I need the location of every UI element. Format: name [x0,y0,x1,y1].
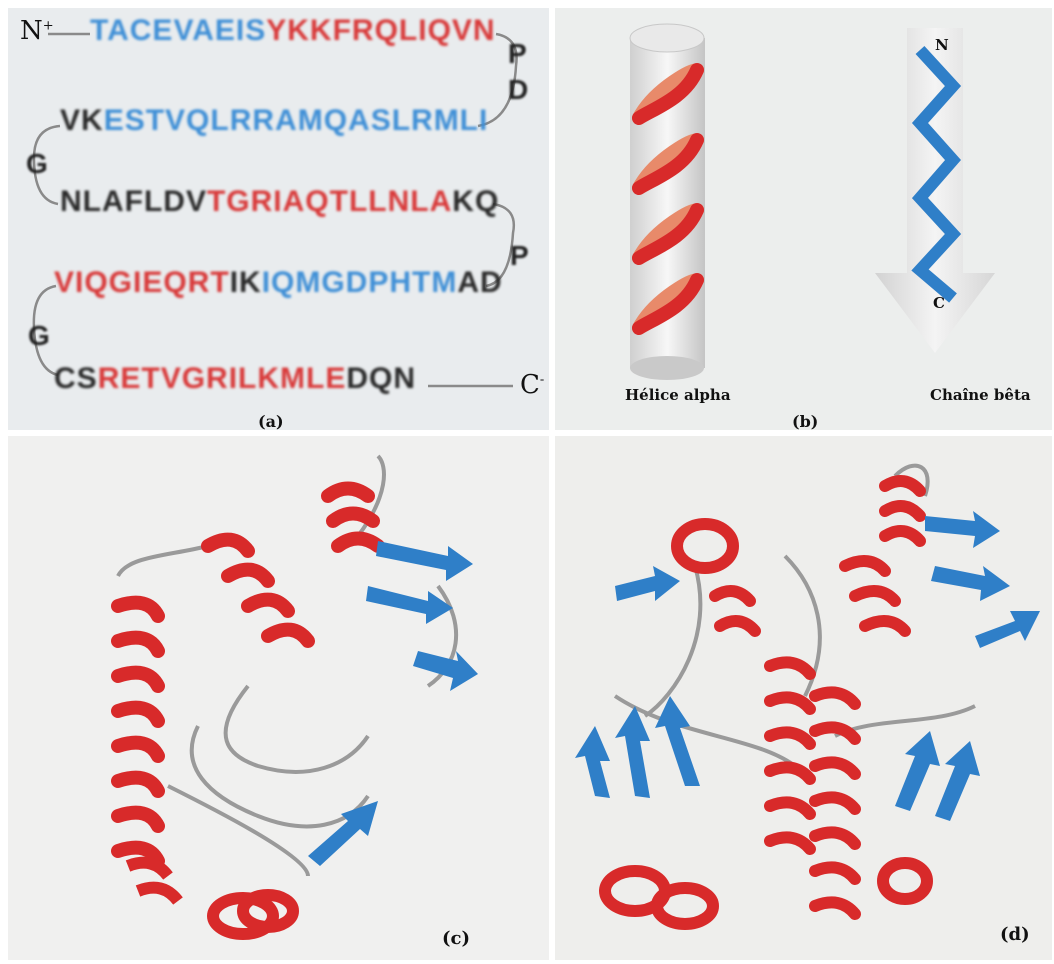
connector-residue: G [28,320,50,352]
panel-label: (d) [1000,924,1030,945]
helix-caption: Hélice alpha [625,386,731,404]
ribbon-diagram-dimer [555,436,1052,960]
sequence-segment: TACEVAEIS [90,14,266,47]
strand-caption: Chaîne bêta [930,386,1031,404]
n-terminus-label: N+ [20,16,54,46]
sequence-segment: CS [54,362,98,395]
sequence-line-2: VKESTVQLRRAMQASLRMLI [60,104,488,138]
sequence-segment: VK [60,104,104,137]
panel-d-protein-dimer: (d) [555,436,1052,960]
helix-upper [208,489,378,642]
connector-residue: P [508,38,527,70]
panel-c-protein-ribbon: (c) [8,436,549,960]
connector-residue: P [510,240,529,272]
helix-long [118,603,158,861]
helices [605,481,927,924]
strand-c-label: C [933,294,945,312]
panel-b-secondary-structures: N C Hélice alpha Chaîne bêta (b) [555,8,1052,430]
sequence-segment: ESTVQLRRAMQASLRMLI [104,104,489,137]
sequence-segment: KQ [452,185,499,218]
helix-bottom [128,863,293,934]
panel-label: (b) [792,412,818,430]
connector-residue: G [26,148,48,180]
panel-label: (a) [258,412,284,430]
secondary-structure-illustration [555,8,1052,430]
connector-residue: D [508,74,528,106]
strand-n-label: N [935,36,949,54]
c-terminus-label: C- [520,370,544,400]
sequence-segment: DQN [346,362,416,395]
sequence-line-4: VIQGIEQRTIKIQMGDPHTMAD [54,266,503,300]
sequence-line-3: NLAFLDVTGRIAQTLLNLAKQ [60,185,499,219]
sequence-segment: TGRIAQTLLNLA [207,185,452,218]
sequence-segment: RETVGRILKMLE [98,362,347,395]
sequence-segment: IQMGDPHTM [262,266,458,299]
sequence-segment: YKKFRQLIQVN [266,14,495,47]
sequence-segment: IK [230,266,262,299]
beta-strands [308,541,478,866]
sequence-line-5: CSRETVGRILKMLEDQN [54,362,416,396]
sequence-segment: VIQGIEQRT [54,266,230,299]
sequence-line-1: TACEVAEISYKKFRQLIQVN [90,14,496,48]
panel-label: (c) [442,928,470,949]
coil-loops [118,456,456,876]
sequence-segment: AD [457,266,502,299]
panel-a-sequence: N+ C- TACEVAEISYKKFRQLIQVN VKESTVQLRRAMQ… [8,8,549,430]
sequence-segment: NLAFLDV [60,185,207,218]
ribbon-diagram-monomer [8,436,549,960]
